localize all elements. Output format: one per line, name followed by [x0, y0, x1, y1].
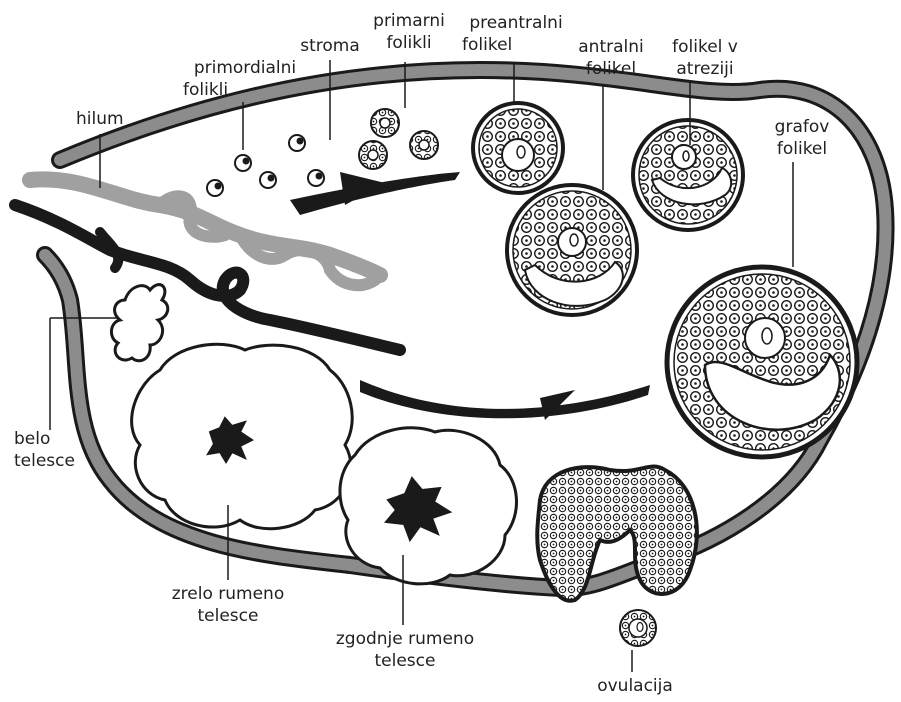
label-early-corpus-luteum: zgodnje rumeno telesce: [325, 628, 485, 672]
label-line: folikel: [462, 34, 570, 56]
preantral-follicle: [473, 103, 563, 193]
label-ovulation: ovulacija: [585, 675, 685, 697]
primordial-follicles: [207, 135, 324, 196]
atretic-follicle: [633, 120, 743, 230]
label-line: primarni: [370, 10, 448, 32]
label-line: folikli: [370, 32, 448, 54]
label-line: folikel v: [655, 36, 755, 58]
label-graafian-follicle: grafov folikel: [763, 116, 841, 160]
mature-corpus-luteum: [132, 344, 353, 528]
label-line: zgodnje rumeno: [325, 628, 485, 650]
label-atretic-follicle: folikel v atreziji: [655, 36, 755, 80]
label-line: primordialni: [175, 57, 315, 79]
label-antral-follicle: antralni folikel: [566, 36, 656, 80]
label-line: telesce: [14, 450, 94, 472]
label-primordial-follicles: primordialni folikli: [175, 57, 315, 101]
label-mature-corpus-luteum: zrelo rumeno telesce: [165, 583, 291, 627]
label-line: grafov: [763, 116, 841, 138]
label-line: hilum: [76, 108, 146, 130]
label-line: folikli: [175, 79, 315, 101]
label-line: ovulacija: [585, 675, 685, 697]
graafian-follicle: [667, 267, 857, 457]
label-preantral-follicle: preantralni folikel: [462, 12, 570, 56]
label-line: zrelo rumeno: [165, 583, 291, 605]
label-line: telesce: [325, 650, 485, 672]
label-primary-follicles: primarni folikli: [370, 10, 448, 54]
label-line: belo: [14, 428, 94, 450]
arrow-bottom: [360, 380, 650, 420]
label-corpus-albicans: belo telesce: [14, 428, 94, 472]
label-line: antralni: [566, 36, 656, 58]
antral-follicle: [507, 185, 637, 315]
label-hilum: hilum: [76, 108, 146, 130]
label-line: preantralni: [462, 12, 570, 34]
label-line: folikel: [763, 138, 841, 160]
label-line: folikel: [566, 58, 656, 80]
ovulated-oocyte: [620, 610, 656, 646]
early-corpus-luteum: [340, 428, 517, 584]
label-stroma: stroma: [294, 35, 366, 57]
label-line: telesce: [165, 605, 291, 627]
primary-follicles: [359, 109, 438, 169]
label-line: stroma: [294, 35, 366, 57]
corpus-albicans: [111, 285, 167, 361]
label-line: atreziji: [655, 58, 755, 80]
